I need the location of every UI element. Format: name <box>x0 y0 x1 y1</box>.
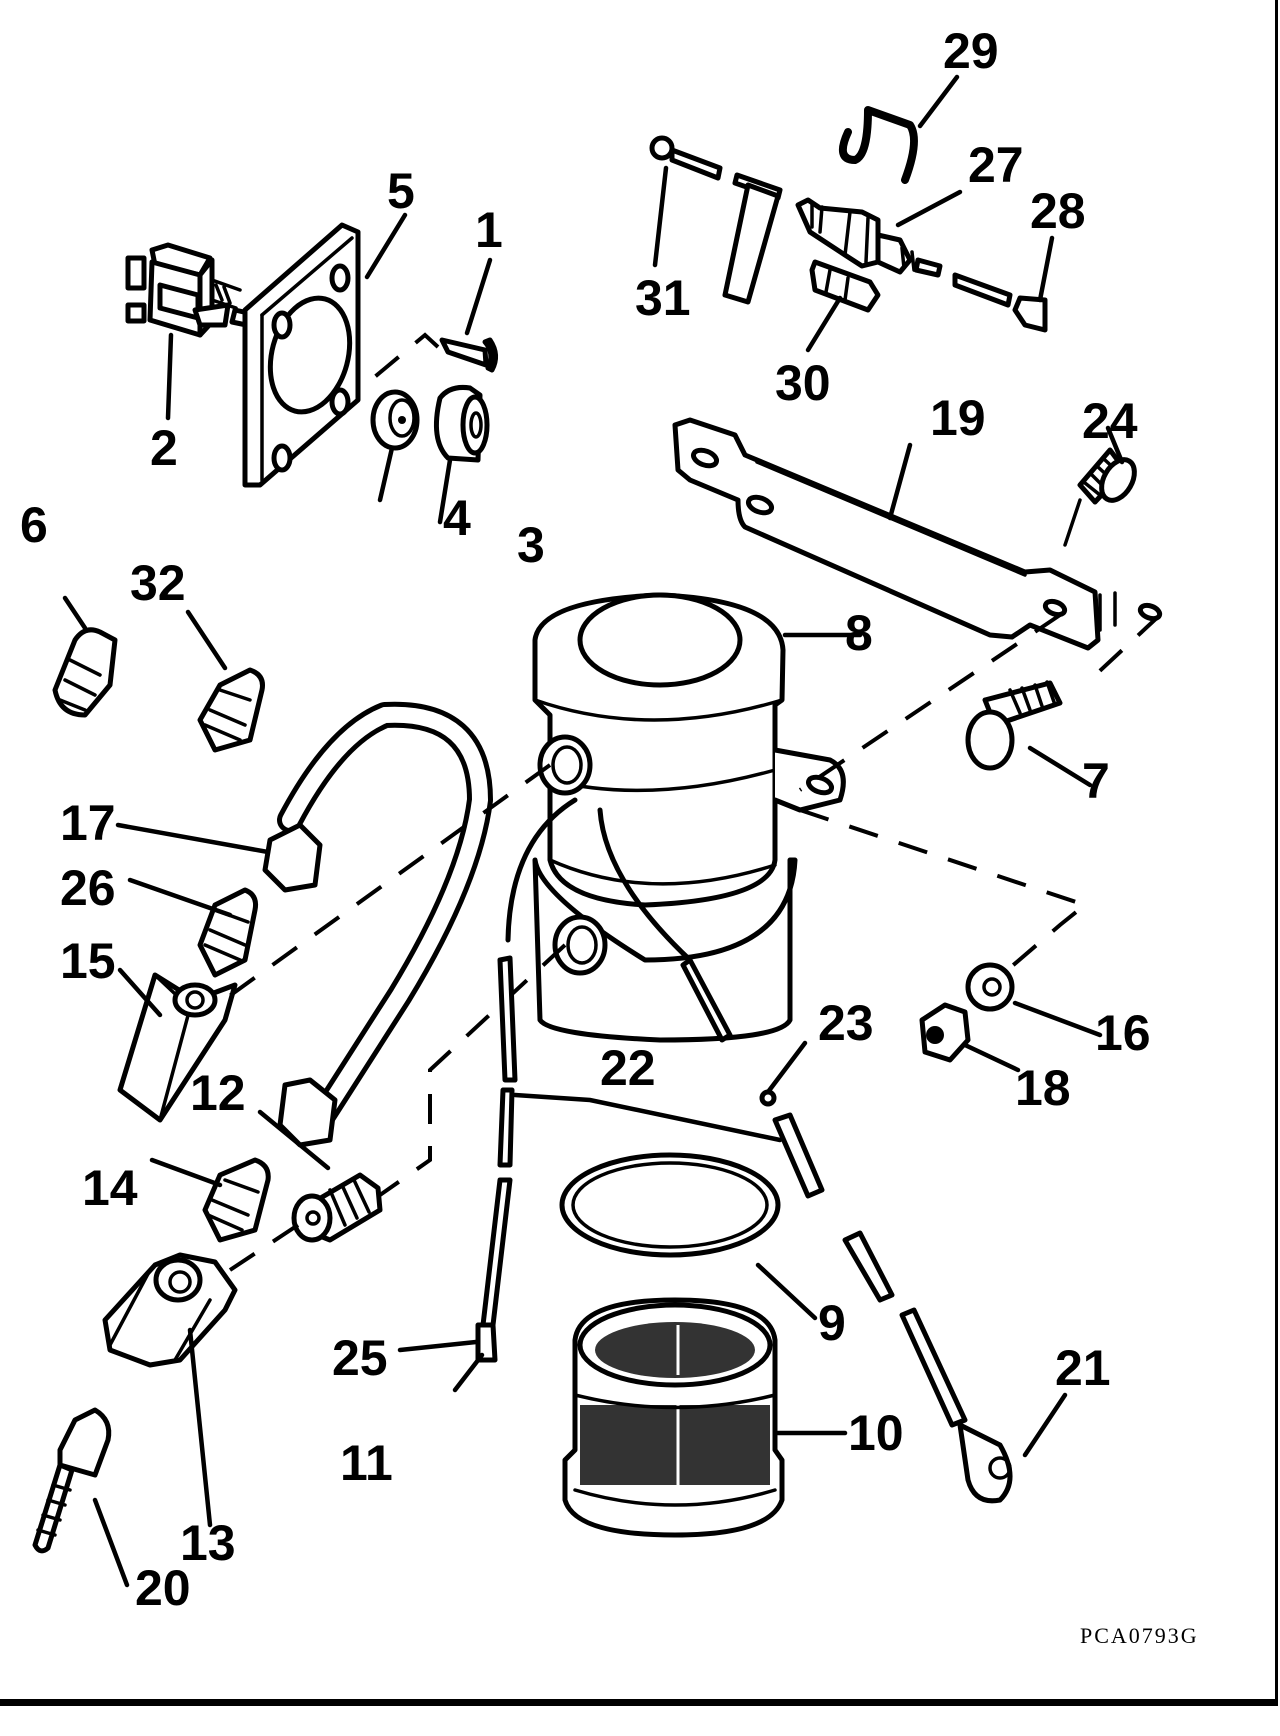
washer-part <box>965 962 1015 1012</box>
leader-23 <box>765 1040 808 1095</box>
callout-29: 29 <box>943 23 999 79</box>
callout-16: 16 <box>1095 1005 1151 1061</box>
clip-part <box>838 106 918 184</box>
callout-21: 21 <box>1055 1340 1111 1396</box>
callout-23: 23 <box>818 995 874 1051</box>
switch-boot-part <box>433 385 490 463</box>
callout-7: 7 <box>1082 753 1110 809</box>
leader-30 <box>805 295 843 353</box>
callout-3: 3 <box>517 517 545 573</box>
fuel-line-part <box>262 701 493 1148</box>
leader-20 <box>92 1497 130 1588</box>
leader-19 <box>887 442 913 521</box>
callout-18: 18 <box>1015 1060 1071 1116</box>
leader-13 <box>187 1327 213 1528</box>
fitting-32 <box>197 667 265 753</box>
callout-labels: 1 2 3 4 5 6 7 8 9 10 11 12 13 14 15 16 1… <box>20 23 1151 1616</box>
nut-part <box>919 1002 971 1063</box>
lead-wire-part <box>475 955 518 1363</box>
leader-27 <box>895 189 963 228</box>
frame-border-right <box>1275 0 1278 1705</box>
callout-9: 9 <box>818 1295 846 1351</box>
wire-connector-parts <box>680 957 1013 1504</box>
leader-24 <box>1105 425 1125 465</box>
callout-14: 14 <box>82 1160 138 1216</box>
leader-17 <box>115 822 271 855</box>
leader-4 <box>377 445 395 503</box>
leader-28 <box>1037 235 1055 303</box>
callout-13: 13 <box>180 1515 236 1571</box>
leader-18 <box>962 1042 1021 1073</box>
leader-29 <box>917 74 960 129</box>
callout-12: 12 <box>190 1065 246 1121</box>
callout-27: 27 <box>968 137 1024 193</box>
fuse-holder-harness <box>649 135 1048 333</box>
callout-8: 8 <box>845 605 873 661</box>
callout-5: 5 <box>387 163 415 219</box>
fitting-26 <box>197 887 258 978</box>
callout-25: 25 <box>332 1330 388 1386</box>
figure-code: PCA0793G <box>1080 1623 1199 1648</box>
bracket-screw-part <box>1077 447 1137 505</box>
leader-22 <box>512 1092 783 1143</box>
leader-5 <box>364 212 408 280</box>
leader-14 <box>149 1157 223 1188</box>
callout-10: 10 <box>848 1405 904 1461</box>
leader-9 <box>755 1262 818 1321</box>
mounting-plate-part <box>242 222 361 488</box>
frame-border-bottom <box>0 1699 1278 1706</box>
leader-3 <box>437 457 453 525</box>
callout-17: 17 <box>60 795 116 851</box>
o-ring-part <box>559 1152 781 1258</box>
leader-2 <box>165 332 174 421</box>
callout-26: 26 <box>60 860 116 916</box>
leader-1 <box>464 257 493 336</box>
leader-11 <box>452 1352 485 1393</box>
callout-15: 15 <box>60 933 116 989</box>
leader-25 <box>397 1339 479 1353</box>
leader-31 <box>652 165 669 268</box>
callout-20: 20 <box>135 1560 191 1616</box>
bolt-part <box>965 680 1063 771</box>
leader-26 <box>127 877 233 918</box>
leader-21 <box>1022 1392 1068 1458</box>
fitting-12 <box>291 1172 383 1243</box>
leader-16 <box>1012 1000 1103 1038</box>
callout-1: 1 <box>475 202 503 258</box>
callout-2: 2 <box>150 420 178 476</box>
callout-30: 30 <box>775 355 831 411</box>
adapter-block-part <box>117 972 238 1123</box>
hex-adapter-part <box>102 1252 238 1368</box>
callout-22: 22 <box>600 1040 656 1096</box>
switch-nut-part <box>370 389 420 451</box>
callout-11: 11 <box>340 1435 393 1491</box>
leader-32 <box>185 609 228 671</box>
screw-part <box>439 337 498 373</box>
callout-28: 28 <box>1030 183 1086 239</box>
callout-24: 24 <box>1082 393 1138 449</box>
fuel-pump-part <box>532 592 846 1043</box>
leader-6 <box>62 595 88 631</box>
callout-32: 32 <box>130 555 186 611</box>
callout-4: 4 <box>443 490 471 546</box>
callout-19: 19 <box>930 390 986 446</box>
leader-15 <box>117 967 163 1018</box>
pump-wires <box>505 797 693 963</box>
callout-31: 31 <box>635 270 691 326</box>
callout-6: 6 <box>20 497 48 553</box>
fitting-6 <box>52 627 118 718</box>
fitting-20 <box>32 1407 112 1554</box>
filter-element-part <box>562 1297 785 1538</box>
leader-7 <box>1027 745 1093 788</box>
fitting-14 <box>202 1157 271 1243</box>
